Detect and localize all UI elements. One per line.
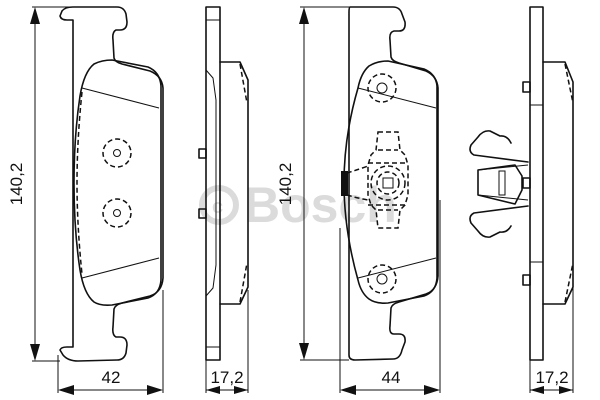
arrow-down-icon <box>30 344 40 361</box>
dimension-thickness-2: 17,2 <box>529 287 574 394</box>
pad-1-front-view <box>59 6 164 362</box>
dimension-thickness-1: 17,2 <box>205 290 249 394</box>
dimension-height-2: 140,2 <box>276 6 350 361</box>
arrow-left-icon <box>206 386 220 394</box>
width-label-1: 42 <box>102 368 121 387</box>
pad-2-front-view <box>341 6 439 361</box>
arrow-up-icon <box>30 7 40 24</box>
arrow-left-icon <box>530 386 544 394</box>
height-label-2: 140,2 <box>276 163 295 206</box>
thickness-label-1: 17,2 <box>210 368 243 387</box>
watermark-brand: Bosch <box>244 177 397 233</box>
arrow-right-icon <box>559 386 573 394</box>
retaining-clip-icon <box>469 130 529 238</box>
copyright-icon <box>199 185 239 225</box>
dimension-height-1: 140,2 <box>7 6 73 362</box>
arrow-up-icon <box>299 7 309 24</box>
arrow-down-icon <box>299 343 309 360</box>
svg-text:c: c <box>212 196 223 218</box>
width-label-2: 44 <box>382 368 401 387</box>
arrow-right-icon <box>424 385 440 395</box>
arrow-right-icon <box>147 385 163 395</box>
thickness-label-2: 17,2 <box>535 368 568 387</box>
arrow-left-icon <box>340 385 356 395</box>
pad-2-side-view <box>469 6 574 361</box>
arrow-left-icon <box>58 385 74 395</box>
pad-1-side-view <box>198 6 249 361</box>
height-label-1: 140,2 <box>7 163 26 206</box>
dimension-width-1: 42 <box>57 290 164 395</box>
arrow-right-icon <box>234 386 248 394</box>
dimension-width-2: 44 <box>339 200 441 395</box>
